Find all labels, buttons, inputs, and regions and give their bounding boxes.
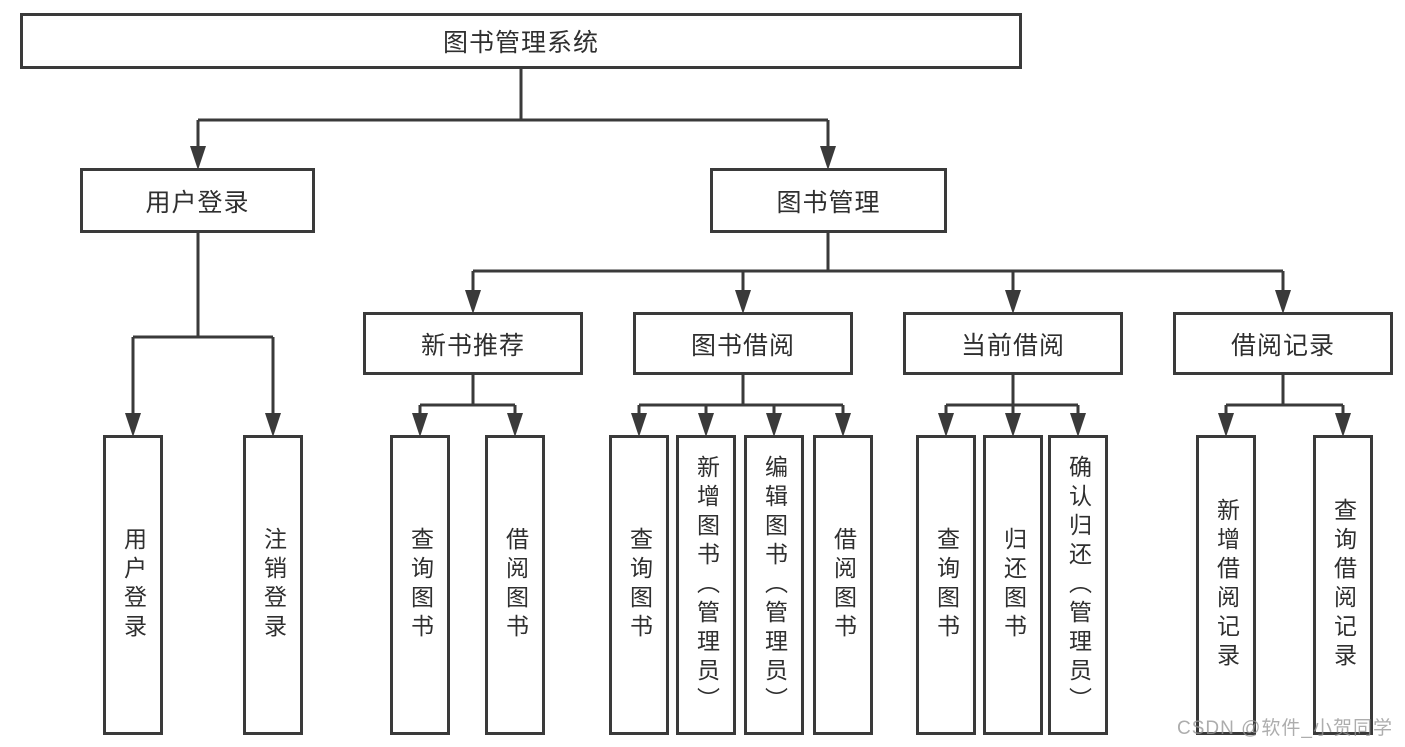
- node-logout-action: 注销登录: [243, 435, 303, 735]
- node-query-books-borrow: 查询图书: [609, 435, 669, 735]
- arrowhead-icon: [631, 413, 647, 437]
- node-borrow-records: 借阅记录: [1173, 312, 1393, 375]
- node-confirm-return-admin-label: 确认归还（管理员）: [1065, 454, 1092, 716]
- node-add-borrow-record: 新增借阅记录: [1196, 435, 1256, 735]
- arrowhead-icon: [820, 146, 836, 170]
- node-book-management-label: 图书管理: [776, 188, 881, 217]
- node-current-borrow: 当前借阅: [903, 312, 1123, 375]
- node-book-borrow: 图书借阅: [633, 312, 853, 375]
- node-logout-action-label: 注销登录: [260, 527, 287, 643]
- node-query-borrow-record: 查询借阅记录: [1313, 435, 1373, 735]
- arrowhead-icon: [412, 413, 428, 437]
- node-confirm-return-admin: 确认归还（管理员）: [1048, 435, 1108, 735]
- arrowhead-icon: [766, 413, 782, 437]
- node-add-book-admin-label: 新增图书（管理员）: [693, 454, 720, 716]
- node-new-book-recommend: 新书推荐: [363, 312, 583, 375]
- node-library-system: 图书管理系统: [20, 13, 1022, 69]
- node-library-system-label: 图书管理系统: [442, 29, 599, 57]
- node-new-book-recommend-label: 新书推荐: [420, 331, 525, 360]
- arrowhead-icon: [835, 413, 851, 437]
- node-return-book-label: 归还图书: [1000, 527, 1027, 643]
- node-current-borrow-label: 当前借阅: [960, 331, 1065, 360]
- arrowhead-icon: [1005, 290, 1021, 314]
- node-borrow-books-action-label: 借阅图书: [830, 527, 857, 643]
- node-query-books-recommend: 查询图书: [390, 435, 450, 735]
- arrowhead-icon: [1275, 290, 1291, 314]
- node-edit-book-admin: 编辑图书（管理员）: [744, 435, 804, 735]
- arrowhead-icon: [698, 413, 714, 437]
- node-return-book: 归还图书: [983, 435, 1043, 735]
- node-borrow-books-recommend: 借阅图书: [485, 435, 545, 735]
- node-edit-book-admin-label: 编辑图书（管理员）: [761, 454, 788, 716]
- node-user-login-label: 用户登录: [145, 188, 250, 217]
- node-add-book-admin: 新增图书（管理员）: [676, 435, 736, 735]
- arrowhead-icon: [735, 290, 751, 314]
- node-query-books-current-label: 查询图书: [933, 527, 960, 643]
- node-user-login-action-label: 用户登录: [120, 527, 147, 643]
- arrowhead-icon: [938, 413, 954, 437]
- node-borrow-books-recommend-label: 借阅图书: [502, 527, 529, 643]
- arrowhead-icon: [1070, 413, 1086, 437]
- arrowhead-icon: [1335, 413, 1351, 437]
- arrowhead-icon: [1218, 413, 1234, 437]
- node-query-books-recommend-label: 查询图书: [407, 527, 434, 643]
- node-query-books-current: 查询图书: [916, 435, 976, 735]
- node-query-books-borrow-label: 查询图书: [626, 527, 653, 643]
- node-user-login-action: 用户登录: [103, 435, 163, 735]
- node-add-borrow-record-label: 新增借阅记录: [1213, 498, 1240, 672]
- arrowhead-icon: [125, 413, 141, 437]
- node-borrow-records-label: 借阅记录: [1230, 331, 1335, 360]
- node-book-management: 图书管理: [710, 168, 947, 233]
- arrowhead-icon: [190, 146, 206, 170]
- arrowhead-icon: [465, 290, 481, 314]
- arrowhead-icon: [1005, 413, 1021, 437]
- node-borrow-books-action: 借阅图书: [813, 435, 873, 735]
- node-book-borrow-label: 图书借阅: [690, 331, 795, 360]
- node-query-borrow-record-label: 查询借阅记录: [1330, 498, 1357, 672]
- arrowhead-icon: [265, 413, 281, 437]
- node-user-login: 用户登录: [80, 168, 315, 233]
- arrowhead-icon: [507, 413, 523, 437]
- csdn-watermark: CSDN @软件_小贺同学: [1177, 718, 1393, 739]
